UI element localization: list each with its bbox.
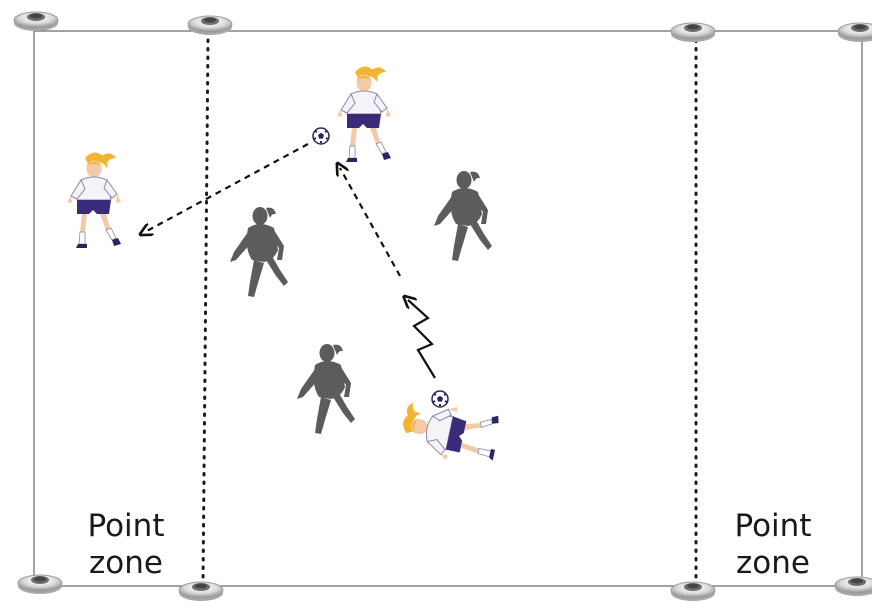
defender-bottom: [297, 344, 355, 434]
cone-top-left: [13, 11, 59, 32]
pass-arrow-left: [145, 143, 309, 232]
cone-bottom-left-zone: [178, 581, 224, 602]
dribble-arrow: [408, 300, 436, 379]
cone-bottom-right-zone: [670, 581, 716, 602]
cone-top-right-zone: [670, 22, 716, 43]
cone-top-right: [837, 22, 872, 43]
ball-top: [312, 127, 330, 145]
right-zone-label-line-1: Point: [734, 508, 812, 544]
defender-right: [434, 171, 492, 261]
field-boundary: [33, 30, 863, 587]
attacker-bottom: [396, 396, 503, 470]
pass-arrow-up: [340, 168, 401, 277]
right-point-zone-label: Point zone: [713, 508, 833, 582]
cone-bottom-left: [17, 574, 63, 595]
ball-bottom: [431, 390, 449, 408]
defender-center: [230, 207, 288, 297]
left-zone-line: [201, 38, 210, 586]
left-zone-label-line-2: zone: [89, 545, 163, 581]
cone-top-left-zone: [187, 15, 233, 36]
left-point-zone-label: Point zone: [66, 508, 186, 582]
right-zone-label-line-2: zone: [736, 545, 810, 581]
attacker-left: [66, 151, 122, 249]
left-zone-label-line-1: Point: [87, 508, 165, 544]
cone-bottom-right: [834, 576, 872, 597]
attacker-top: [336, 65, 392, 163]
